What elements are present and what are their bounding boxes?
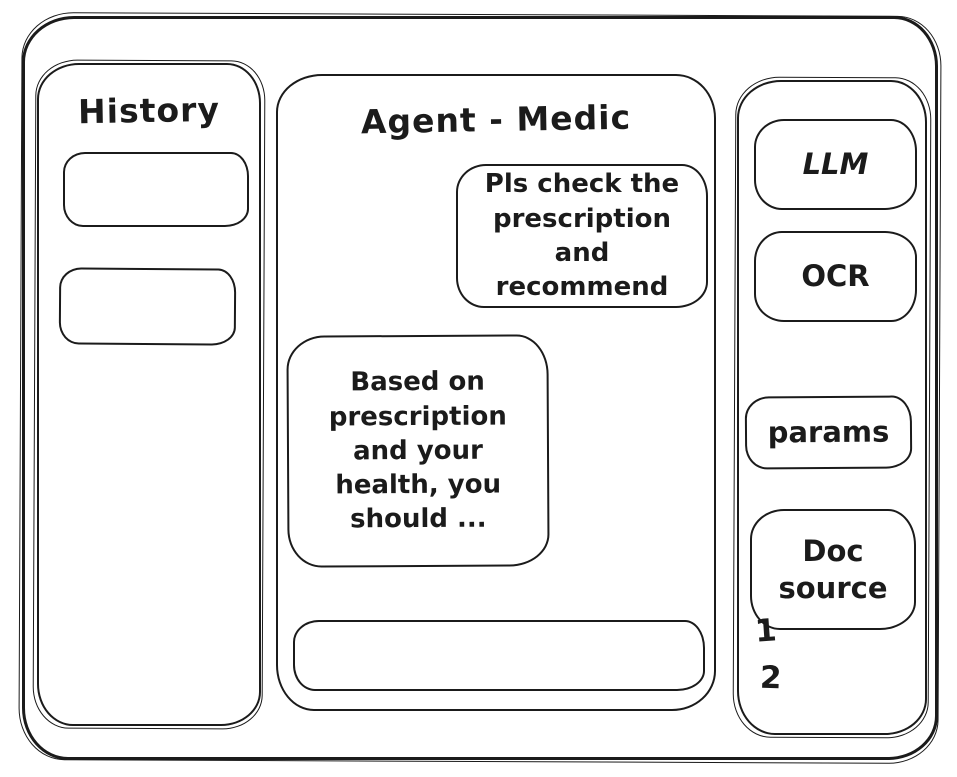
llm-button[interactable]: LLM xyxy=(754,119,917,210)
chat-panel: Agent - Medic Pls check the prescription… xyxy=(276,74,716,711)
history-title: History xyxy=(77,89,221,132)
user-message-bubble: Pls check the prescription and recommend xyxy=(456,164,708,308)
doc-source-item-2[interactable]: 2 xyxy=(759,659,783,697)
params-button[interactable]: params xyxy=(744,395,913,470)
chat-title: Agent - Medic xyxy=(360,97,632,142)
history-item[interactable] xyxy=(58,267,237,346)
history-panel: History xyxy=(37,63,261,726)
tools-panel: LLM OCR params Doc source 1 2 xyxy=(737,80,927,735)
ocr-button[interactable]: OCR xyxy=(754,231,917,322)
agent-message-bubble: Based on prescription and your health, y… xyxy=(286,334,550,568)
message-input[interactable] xyxy=(293,620,705,691)
doc-source-button[interactable]: Doc source xyxy=(750,509,916,630)
doc-source-item-1[interactable]: 1 xyxy=(753,612,778,650)
history-item[interactable] xyxy=(63,152,249,227)
